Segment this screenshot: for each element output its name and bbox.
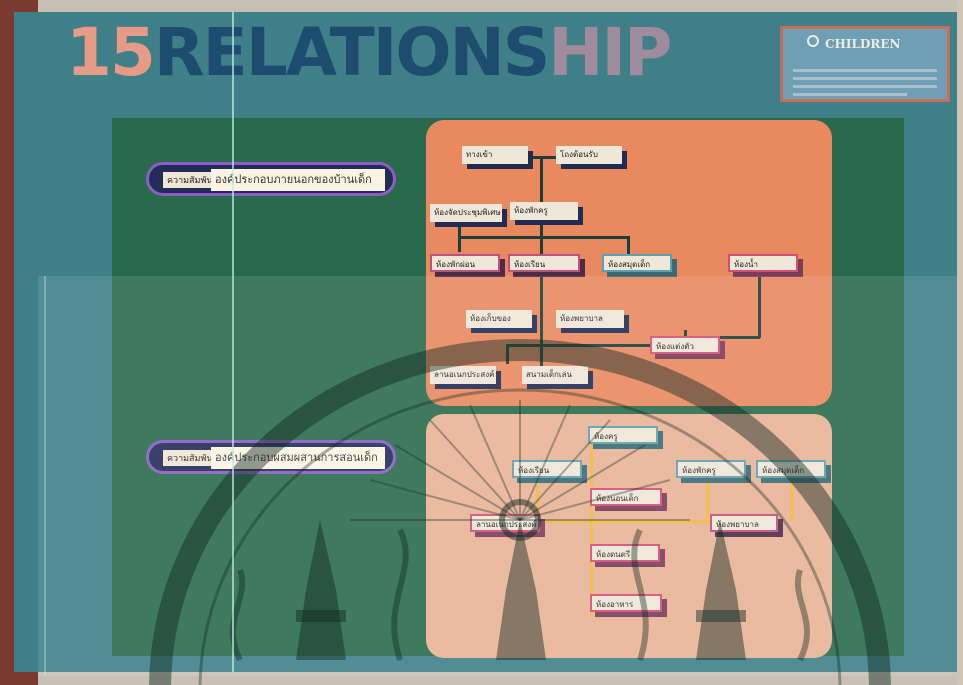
sunburst-icon [350, 400, 690, 521]
connector-line [706, 478, 709, 520]
seal-ring [149, 339, 891, 685]
diagram-box: ห้องพยาบาล [556, 310, 624, 328]
spire-icon [296, 499, 746, 660]
connector-line [458, 222, 461, 252]
seal-inner-ring [198, 388, 842, 685]
diagram-box: ห้องแต่งตัว [650, 336, 720, 354]
flame-ornament-icon [229, 528, 811, 662]
logo-fine-print-line [793, 85, 937, 88]
section-tag: ความสัมพันธ์ [163, 450, 223, 466]
diagram-box: ห้องอาหาร [590, 594, 662, 612]
diagram-box: ห้องสมุดเด็ก [756, 460, 826, 478]
connector-line [590, 436, 593, 616]
children-logo-icon [807, 35, 819, 47]
diagram-box: ห้องเรียน [508, 254, 580, 272]
logo-fine-print-line [793, 77, 937, 80]
connector-line [506, 344, 686, 347]
diagram-box: ห้องครู [588, 426, 658, 444]
film-scratch [44, 276, 46, 676]
section-text: องค์ประกอบภายนอกของบ้านเด็ก [211, 169, 385, 191]
connector-line [536, 486, 539, 520]
connector-line [458, 236, 628, 239]
diagram-box: ห้องพักผ่อน [430, 254, 500, 272]
connector-line [528, 156, 558, 159]
diagram-box: ห้องพักครู [676, 460, 746, 478]
diagram-box: ห้องเรียน [512, 460, 582, 478]
film-scratch [232, 12, 234, 672]
diagram-box: ห้องพักครู [510, 202, 578, 220]
board-title: 15RELATIONSHIP [66, 20, 672, 86]
light-haze [38, 276, 957, 676]
children-logo-plate: CHILDREN [780, 26, 950, 102]
diagram-box: ลานอเนกประสงค์ [430, 366, 496, 384]
diagram-box: ทางเข้า [462, 146, 528, 164]
right-frame-edge [957, 0, 963, 685]
diagram-box: ห้องนอนเด็ก [590, 488, 662, 506]
diagram-box: โถงต้อนรับ [556, 146, 622, 164]
diagram-box: ห้องพยาบาล [710, 514, 778, 532]
section-label-top: ความสัมพันธ์ องค์ประกอบภายนอกของบ้านเด็ก [146, 162, 396, 196]
section-label-bottom: ความสัมพันธ์ องค์ประกอบผสมผสานการสอนเด็ก [146, 440, 396, 474]
diagram-box: ห้องเก็บของ [466, 310, 532, 328]
connector-line [720, 336, 760, 339]
connector-line [506, 344, 509, 364]
section-text: องค์ประกอบผสมผสานการสอนเด็ก [211, 447, 385, 469]
title-faded: HIP [548, 14, 672, 91]
diagram-box: ห้องดนตรี [590, 544, 660, 562]
connector-line [627, 236, 630, 258]
section-tag: ความสัมพันธ์ [163, 172, 223, 188]
connector-line [790, 478, 793, 522]
bottom-diagram-panel [426, 414, 832, 658]
diagram-box: ห้องสมุดเด็ก [602, 254, 672, 272]
title-main: RELATIONS [153, 14, 550, 91]
diagram-box: สนามเด็กเล่น [522, 366, 588, 384]
diagram-box: ห้องน้ำ [728, 254, 798, 272]
logo-brand: CHILDREN [825, 37, 901, 51]
logo-fine-print-line [793, 69, 937, 72]
title-number: 15 [66, 14, 156, 91]
logo-fine-print-line [793, 93, 907, 96]
connector-line [512, 520, 752, 523]
diagram-box: ห้องจัดประชุมพิเศษ [430, 204, 502, 222]
connector-line [758, 270, 761, 338]
